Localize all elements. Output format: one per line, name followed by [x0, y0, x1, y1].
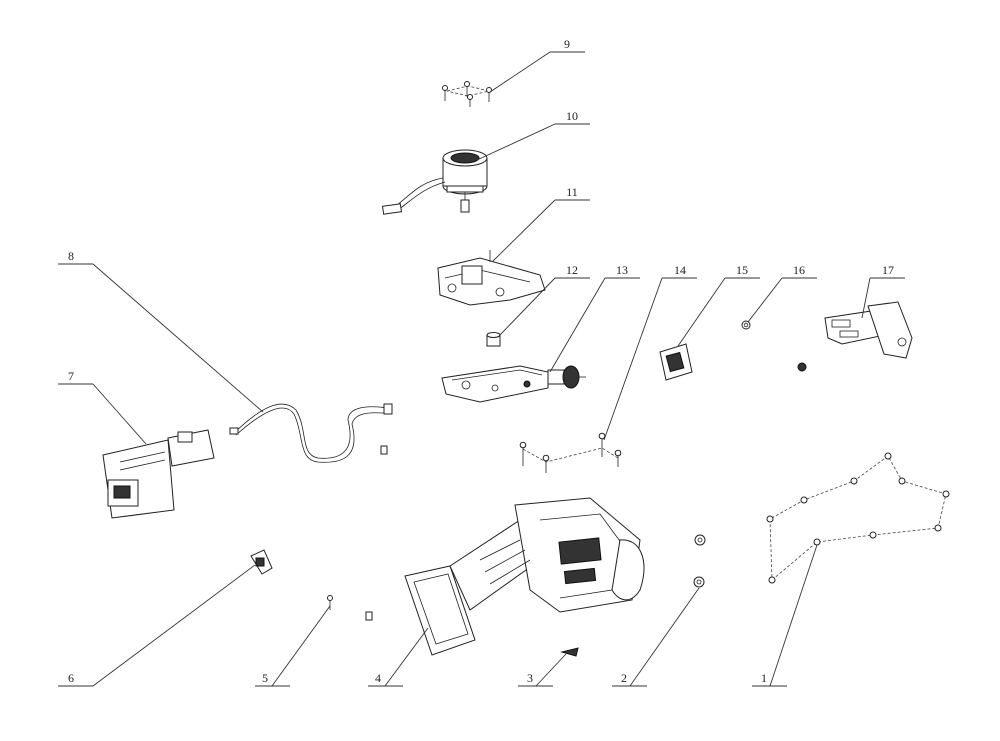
callout-label: 13	[616, 263, 628, 277]
callout-4: 4	[368, 627, 429, 687]
bushing-12-icon	[486, 332, 501, 347]
callout-label: 4	[375, 671, 381, 685]
callout-13: 13	[549, 263, 640, 373]
screw-set-1-icon	[766, 452, 950, 584]
pin-5-icon	[327, 595, 373, 621]
gearbox-11-icon	[437, 250, 546, 306]
callout-9: 9	[489, 37, 585, 93]
callout-12: 12	[498, 263, 590, 337]
callout-5: 5	[255, 605, 331, 687]
callout-label: 7	[68, 369, 74, 383]
nut-2-icon	[693, 534, 706, 588]
callout-label: 15	[736, 263, 748, 277]
battery-terminal-7-icon	[102, 429, 215, 519]
seal-15-icon	[659, 343, 693, 381]
callout-label: 5	[262, 671, 268, 685]
callout-10: 10	[476, 109, 590, 161]
callout-7: 7	[58, 369, 147, 445]
callout-17: 17	[861, 263, 905, 319]
callout-label: 16	[793, 263, 805, 277]
gear-housing-13-icon	[441, 365, 586, 403]
callout-label: 2	[621, 671, 627, 685]
wire-harness-8-icon	[229, 403, 393, 463]
callout-label: 8	[68, 249, 74, 263]
screw-set-14-icon	[519, 432, 622, 473]
callout-8: 8	[58, 249, 264, 413]
clip-3-icon	[560, 647, 579, 657]
callout-15: 15	[677, 263, 760, 347]
callout-6: 6	[58, 564, 256, 687]
callout-11: 11	[491, 185, 590, 263]
callout-label: 1	[761, 671, 767, 685]
callout-label: 12	[566, 263, 578, 277]
housing-4-icon	[404, 497, 645, 656]
callout-1: 1	[752, 544, 818, 687]
callout-label: 6	[68, 671, 74, 685]
screw-set-9-icon	[442, 81, 492, 107]
ring-16-icon	[741, 320, 807, 372]
callout-label: 9	[564, 37, 570, 51]
motor-10-icon	[381, 149, 488, 215]
callout-3: 3	[518, 653, 567, 687]
callout-label: 17	[882, 263, 894, 277]
callout-label: 10	[566, 109, 578, 123]
callout-16: 16	[747, 263, 817, 323]
callout-2: 2	[612, 587, 700, 687]
callout-label: 14	[674, 263, 686, 277]
callout-label: 3	[527, 671, 533, 685]
bracket-17-icon	[824, 301, 913, 359]
callout-14: 14	[603, 263, 697, 441]
switch-block-6-icon	[250, 549, 273, 575]
callout-label: 11	[566, 185, 578, 199]
